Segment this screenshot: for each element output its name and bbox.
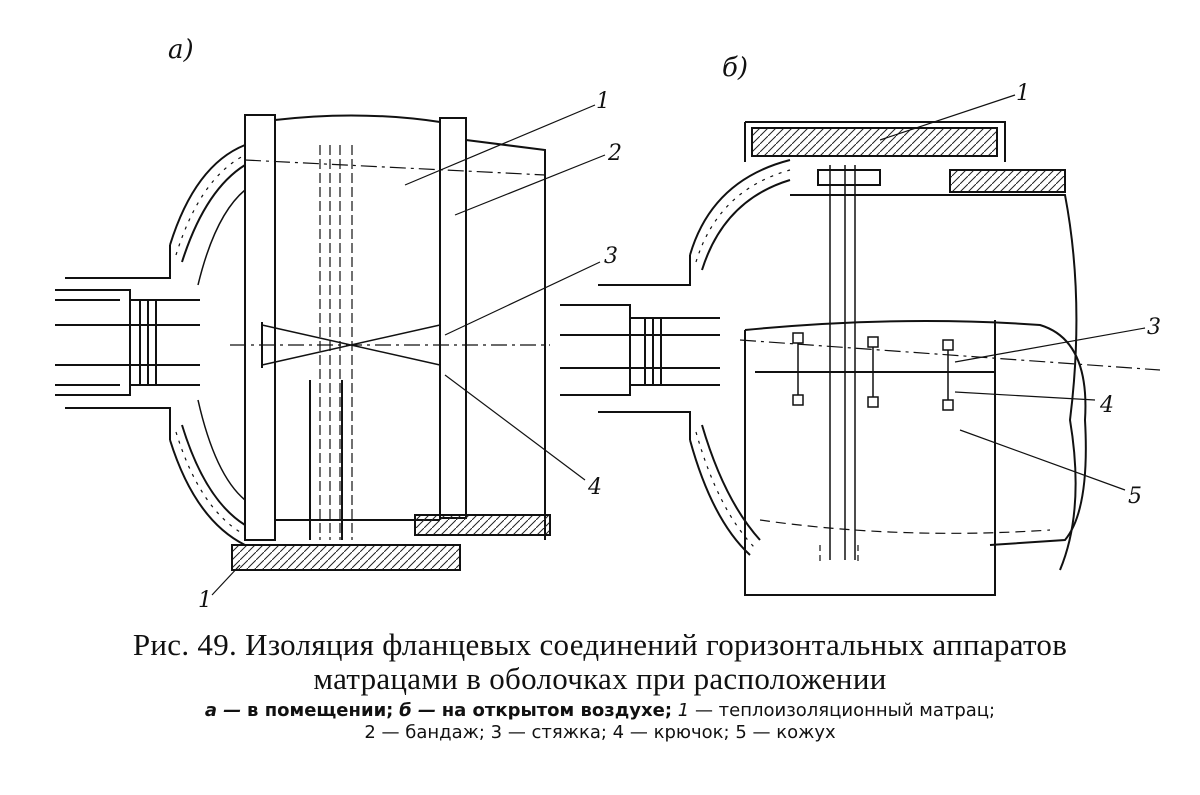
caption-legend-line-2: 2 — бандаж; 3 — стяжка; 4 — крючок; 5 — …: [0, 722, 1200, 744]
caption-legend-line-1: а — в помещении; б — на открытом воздухе…: [0, 700, 1200, 722]
flange-body-b: [739, 165, 1161, 571]
figure-caption: Рис. 49. Изоляция фланцевых соединений г…: [0, 628, 1200, 744]
caption-line-2: матрацами в оболочках при расположении: [313, 661, 887, 696]
legend-key-1: 1: [677, 700, 690, 721]
legend-text-b: на открытом воздухе;: [441, 700, 673, 721]
insulation-mat-right-b: [949, 169, 1066, 193]
part-b-label: б): [722, 53, 748, 83]
drawing-part-a: [55, 104, 606, 596]
b-callout-3: 3: [1147, 315, 1161, 340]
legend-key-3: 3: [490, 722, 503, 743]
b-callout-4: 4: [1099, 393, 1114, 418]
flange-body-a: [230, 114, 550, 541]
legend-text-2: — бандаж;: [381, 722, 485, 743]
b-callout-1: 1: [1016, 81, 1030, 106]
legend-text-a: в помещении;: [247, 700, 394, 721]
legend-key-2: 2: [364, 722, 376, 743]
legend-key-b: б —: [399, 700, 436, 721]
legend-text-3: — стяжка;: [507, 722, 607, 743]
insulation-mat-right-a: [414, 514, 551, 536]
casing-b: [744, 320, 1087, 596]
legend-text-1: — теплоизоляционный матрац;: [694, 700, 996, 721]
insulation-mat-bottom-a: [231, 544, 461, 571]
legend-key-5: 5: [735, 722, 747, 743]
insulation-mat-top-b: [751, 127, 998, 157]
a-callout-1-top: 1: [596, 89, 610, 114]
b-callout-5: 5: [1128, 484, 1142, 509]
a-callout-1-bottom: 1: [198, 588, 212, 613]
dished-head-a: [169, 144, 246, 546]
a-callout-2: 2: [607, 141, 622, 166]
legend-text-4: — крючок;: [629, 722, 730, 743]
hooks-b: [792, 332, 954, 411]
a-callout-3: 3: [604, 244, 618, 269]
caption-line-1: Рис. 49. Изоляция фланцевых соединений г…: [132, 627, 1068, 662]
nozzle-pipe-a: [55, 245, 200, 440]
technical-drawing: a) 1 2 3 4 1: [55, 35, 1161, 613]
drawing-part-b: [560, 94, 1161, 596]
legend-text-5: — кожух: [752, 722, 836, 743]
nozzle-pipe-b: [560, 255, 720, 440]
part-a-label: a): [168, 35, 194, 65]
a-callout-4: 4: [587, 475, 602, 500]
legend-key-4: 4: [612, 722, 625, 743]
dished-head-b: [689, 159, 791, 556]
legend-key-a: а —: [204, 700, 242, 721]
